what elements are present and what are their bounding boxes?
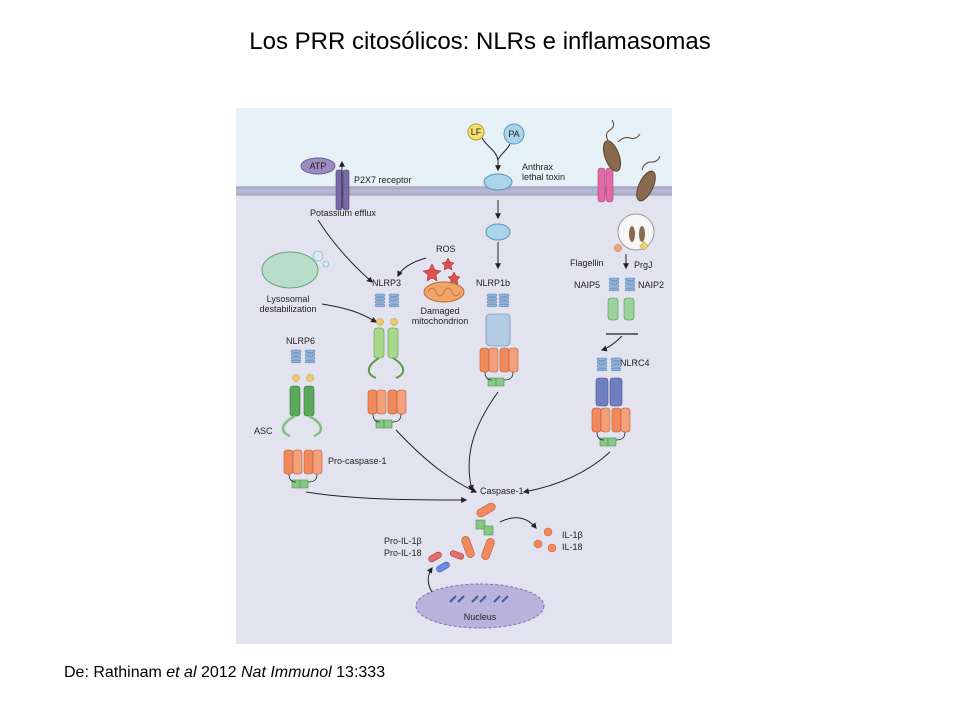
procaspase-label: Pro-caspase-1 [328,456,387,466]
citation-prefix: De: Rathinam [64,664,167,681]
caspase-1-active [476,502,496,518]
nucleus-label: Nucleus [464,612,497,622]
pa-label: PA [508,129,519,139]
inflammasome-diagram: ATP P2X7 receptor Potassium efflux LF PA… [236,108,672,644]
atp-ellipse [300,157,336,175]
anthrax-label-line1: Anthrax [522,162,554,172]
pa-circle [503,123,525,145]
p2x7-receptor-right [342,169,350,211]
p2x7-label: P2X7 receptor [354,175,412,185]
prgj-label: PrgJ [634,260,653,270]
flagellin-vacuole [617,213,655,251]
damaged-label-line2: mitochondrion [412,316,469,326]
bacterium-1 [602,140,622,172]
flagellin-label: Flagellin [570,258,604,268]
pro-il-18-label: Pro-IL-18 [384,548,422,558]
tlr-receptor-left [597,167,606,203]
bacterium-2 [636,170,656,202]
lf-circle [467,123,485,141]
ros-label: ROS [436,244,456,254]
nlrp3-label: NLRP3 [372,278,401,288]
lf-label: LF [471,127,482,137]
citation-journal: Nat Immunol [241,664,332,681]
anthrax-label-line2: lethal toxin [522,172,565,182]
slide-title: Los PRR citosólicos: NLRs e inflamasomas [249,28,711,55]
p2x7-receptor-left [335,169,343,211]
il-18-label: IL-18 [562,542,583,552]
atp-label: ATP [310,161,327,171]
naip2-label: NAIP2 [638,280,664,290]
nlrp6-label: NLRP6 [286,336,315,346]
caspase-label: Caspase-1 [480,486,524,496]
citation-year: 2012 [196,664,241,681]
citation-etal: et al [166,664,197,681]
naip5-label: NAIP5 [574,280,600,290]
lysosome [261,251,319,289]
nlrp1b-complex: NLRP1b [476,278,519,387]
tlr-receptor-right [605,167,614,203]
il-1b-dot [543,527,553,537]
lysosomal-label-line2: destabilization [259,304,316,314]
citation: De: Rathinam et al 2012 Nat Immunol 13:3… [64,664,385,682]
nlrc4-complex: NLRC4 [591,357,650,447]
pro-il-1b-label: Pro-IL-1β [384,536,422,546]
potassium-efflux-label: Potassium efflux [310,208,376,218]
naip-complex: NAIP5 NAIP2 [574,277,664,335]
anthrax-toxin-internalized [485,223,511,241]
citation-volume: 13:333 [331,664,386,681]
nlrc4-label: NLRC4 [620,358,650,368]
nlrp1b-label: NLRP1b [476,278,510,288]
damaged-label-line1: Damaged [420,306,459,316]
anthrax-toxin-pore [483,173,513,191]
nlrp6-complex: NLRP6 [281,336,323,489]
nlrp3-complex: NLRP3 [367,278,407,429]
asc-label: ASC [254,426,273,436]
il-1b-label: IL-1β [562,530,583,540]
lysosomal-label-line1: Lysosomal [267,294,310,304]
nucleus [415,583,545,629]
plasma-membrane [236,186,672,196]
